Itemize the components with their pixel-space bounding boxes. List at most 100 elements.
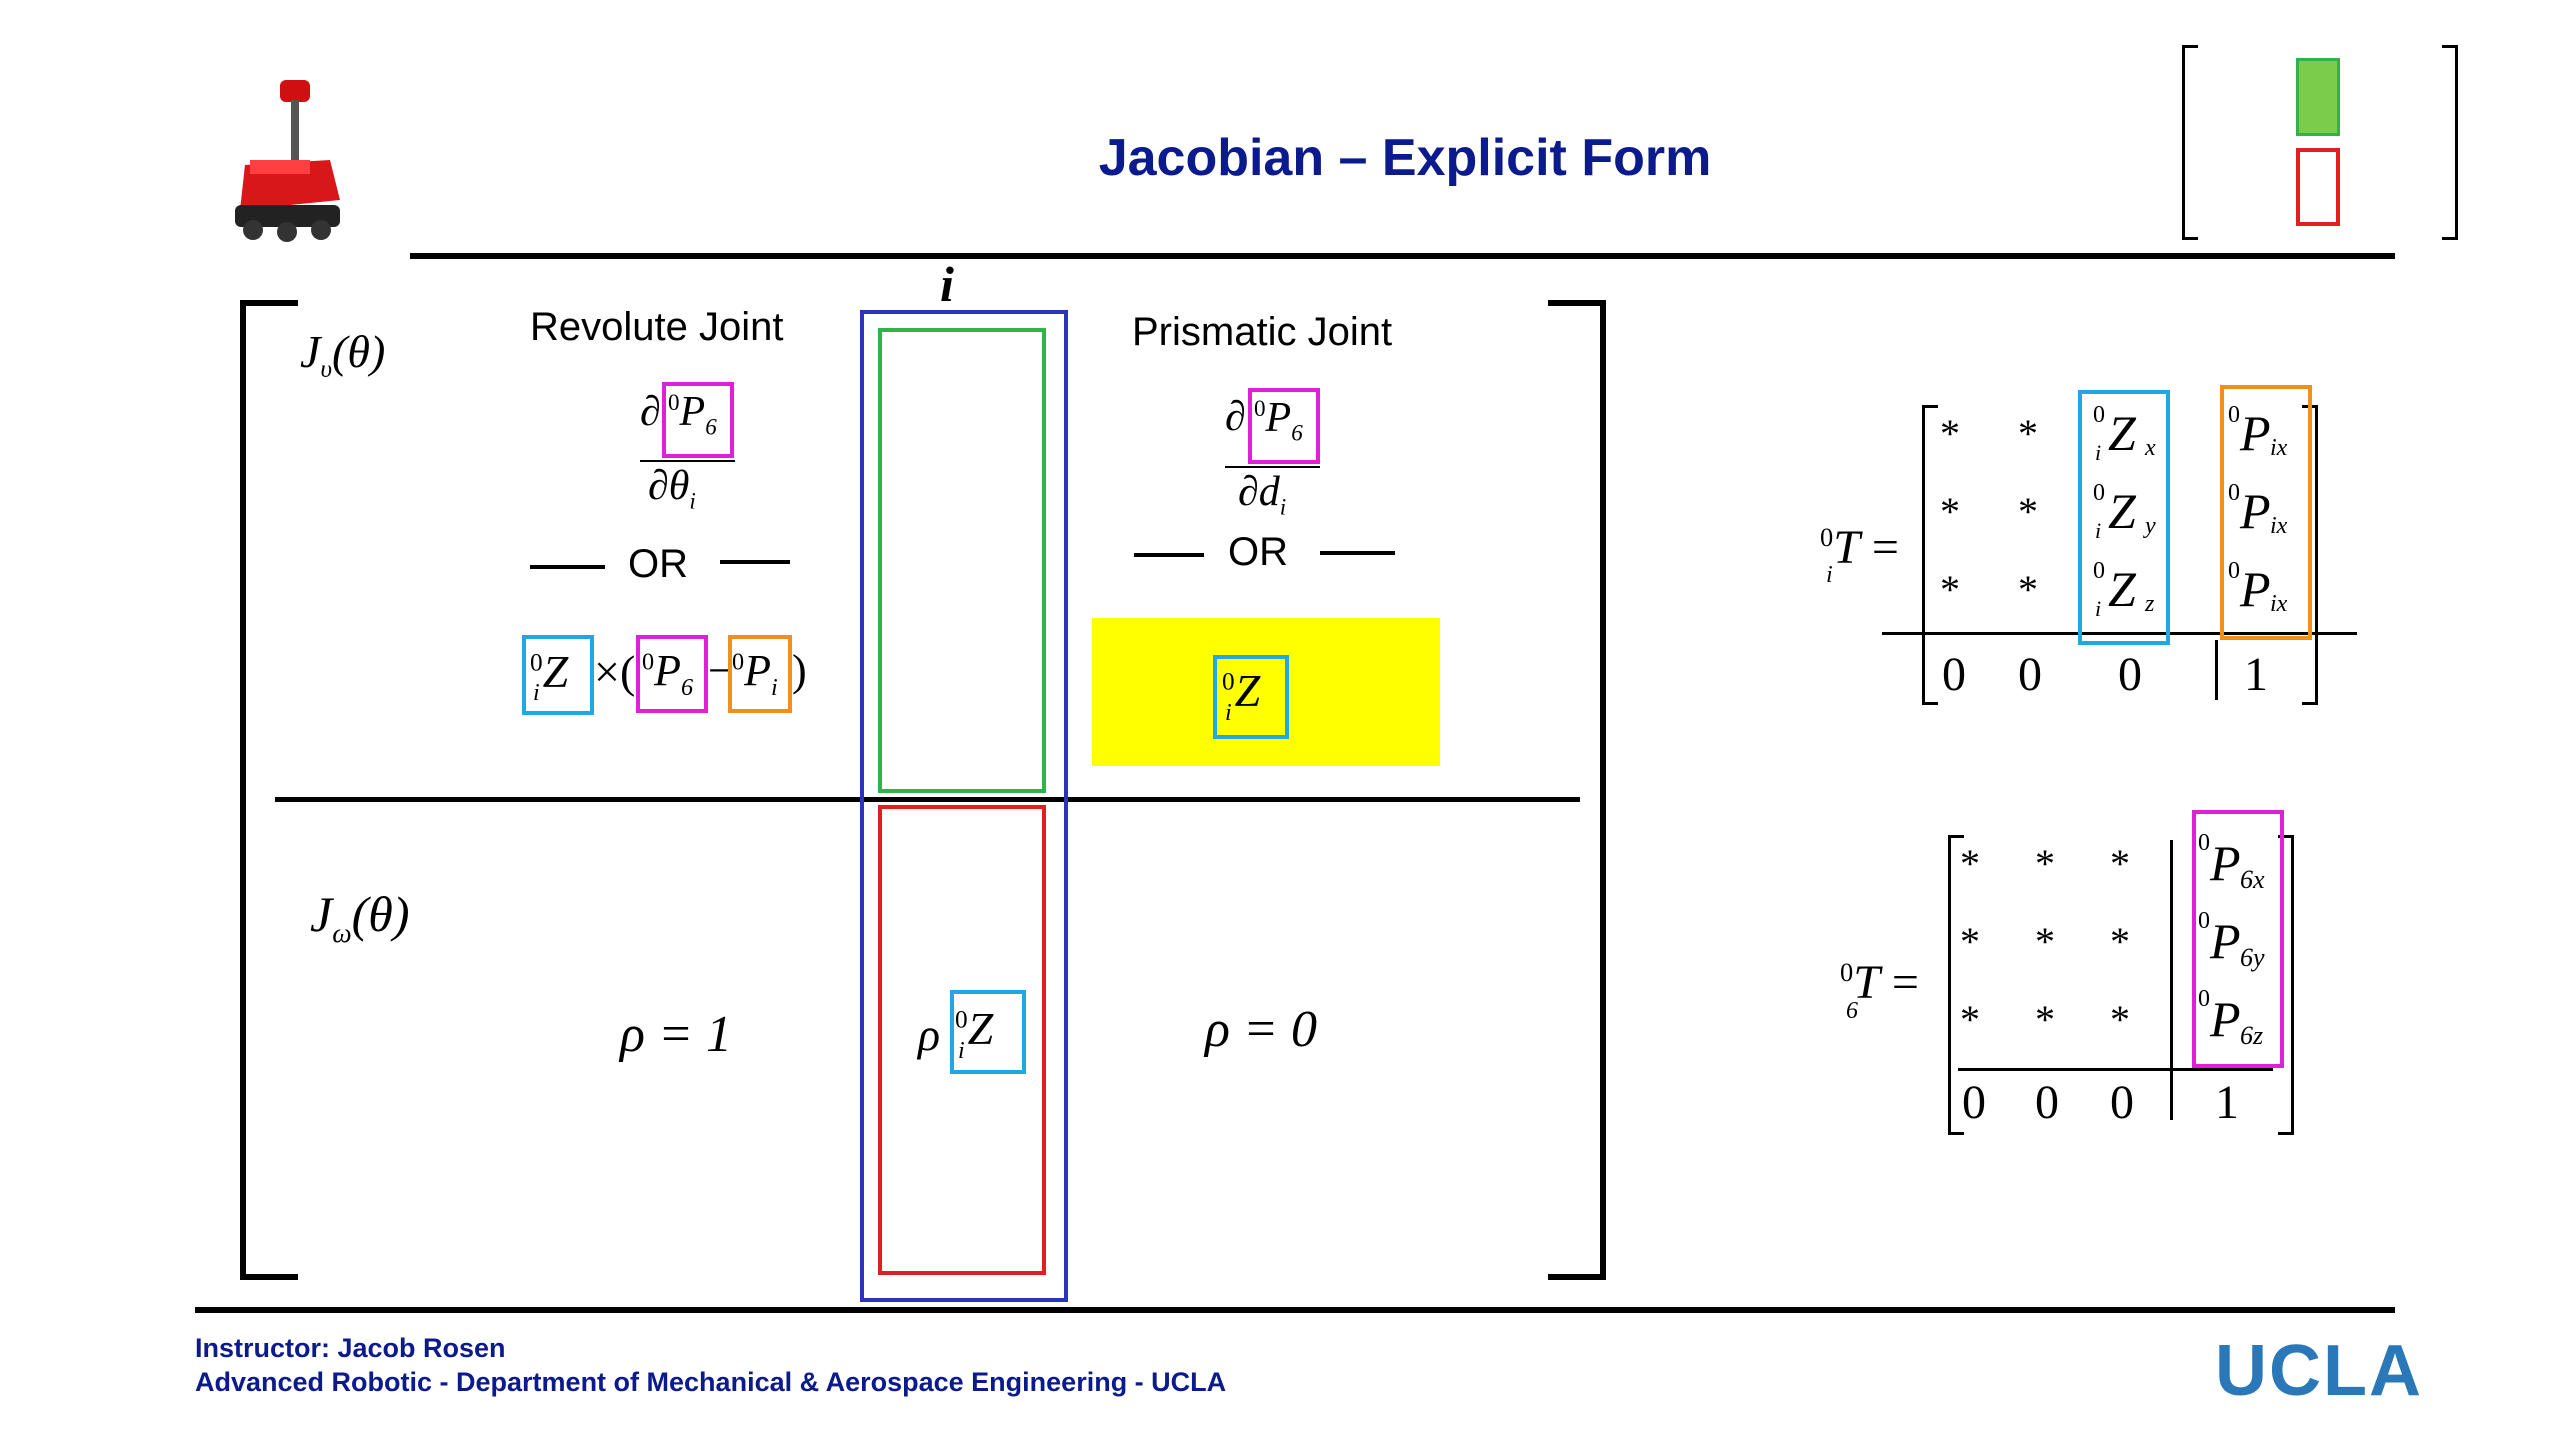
rho-revolute: ρ = 1: [620, 1006, 733, 1063]
transform-i-hline: [1882, 632, 2357, 635]
transform-i-lhs-sub: i: [1826, 562, 1833, 588]
transform-6-star: *: [2110, 841, 2130, 886]
revolute-denominator: ∂θi: [648, 463, 696, 514]
transform-6-p-sub: 6x: [2240, 865, 2265, 894]
transform-i-sup: 0: [2228, 402, 2240, 428]
transform-6-sup: 0: [2198, 830, 2210, 856]
robot-logo-icon: [235, 80, 340, 242]
cross-z: 0Z: [530, 646, 569, 697]
rho-prismatic: ρ = 0: [1205, 1001, 1318, 1058]
jv-label: Jυ(θ): [300, 326, 386, 384]
cross-times: ×(: [594, 646, 636, 697]
prismatic-fraction-line: [1225, 466, 1320, 468]
transform-i-sup: 0: [2228, 480, 2240, 506]
prismatic-p6-box: [1248, 388, 1320, 464]
transform-6-star: *: [2110, 997, 2130, 1042]
prismatic-z-sub: i: [1225, 700, 1232, 726]
legend-bracket-right: [2442, 45, 2458, 240]
transform-i-p: P: [2240, 405, 2271, 461]
transform-i-star: *: [2018, 411, 2038, 456]
prismatic-heading: Prismatic Joint: [1132, 310, 1393, 354]
column-i-linear-box: [878, 328, 1046, 793]
transform-6-bottom-3: 1: [2215, 1076, 2239, 1129]
transform-6-lhs-sub: 6: [1846, 998, 1858, 1024]
transform-i-star: *: [1940, 489, 1960, 534]
transform-i-bottom-1: 0: [2018, 648, 2042, 701]
jacobian-bracket-left: [240, 300, 298, 1280]
transform-i-z: Z: [2108, 561, 2136, 617]
jacobian-bracket-right: [1548, 300, 1606, 1280]
prismatic-or-line-left: [1134, 553, 1204, 557]
legend-red-block: [2296, 148, 2340, 226]
revolute-p6: 0P6: [668, 389, 717, 440]
cross-z-sub: i: [533, 680, 540, 706]
transform-i-bottom-3: 1: [2244, 648, 2268, 701]
prismatic-z: 0Z: [1222, 665, 1261, 716]
cross-close: ): [792, 646, 807, 695]
transform-i-z-sub: z: [2145, 591, 2155, 617]
center-z: 0Z: [955, 1003, 994, 1054]
footer-instructor: Instructor: Jacob Rosen: [195, 1333, 506, 1363]
prismatic-or-line-right: [1320, 551, 1395, 555]
transform-6-star: *: [1960, 919, 1980, 964]
prismatic-denominator: ∂di: [1238, 469, 1287, 520]
transform-i-sub: i: [2095, 596, 2102, 621]
transform-6-vline: [2170, 840, 2173, 1120]
prismatic-numerator: ∂: [1225, 394, 1246, 440]
cross-z-box: [522, 635, 594, 715]
transform-6-star: *: [2110, 919, 2130, 964]
transform-i-star: *: [2018, 567, 2038, 612]
cross-pi: 0Pi: [732, 646, 778, 701]
footer-department: Advanced Robotic - Department of Mechani…: [195, 1367, 1227, 1397]
prismatic-z-box: [1213, 655, 1289, 739]
transform-6-p-sub: 6y: [2240, 943, 2265, 972]
transform-i-p-sub: ix: [2270, 435, 2288, 461]
revolute-or: OR: [628, 542, 688, 586]
transform-6-p: P: [2210, 991, 2241, 1047]
revolute-numerator: ∂: [640, 389, 661, 435]
transform-6-p-box: [2192, 810, 2284, 1068]
transform-6-bracket-left: [1948, 835, 1964, 1135]
legend-bracket-left: [2182, 45, 2198, 240]
transform-i-sub: i: [2095, 518, 2102, 543]
transform-6-star: *: [2035, 997, 2055, 1042]
transform-i-bottom-2: 0: [2118, 648, 2142, 701]
transform-i-star: *: [2018, 489, 2038, 534]
column-i-box: [860, 310, 1068, 1302]
transform-6-star: *: [2035, 919, 2055, 964]
transform-i-p-sub: ix: [2270, 591, 2288, 617]
transform-6-sup: 0: [2198, 908, 2210, 934]
transform-i-star: *: [1940, 411, 1960, 456]
jw-label: Jω(θ): [310, 886, 410, 948]
transform-i-z: Z: [2108, 483, 2136, 539]
center-rho: ρ: [918, 1009, 941, 1060]
prismatic-highlight: [1092, 618, 1440, 766]
transform-i-bottom-0: 0: [1942, 648, 1966, 701]
transform-6-bottom-0: 0: [1962, 1076, 1986, 1129]
transform-6-hline: [1958, 1068, 2273, 1071]
transform-i-star: *: [1940, 567, 1960, 612]
transform-i-bracket-left: [1922, 405, 1938, 705]
column-i-angular-box: [878, 805, 1046, 1275]
center-z-sub: i: [958, 1038, 965, 1064]
transform-6-bracket-right: [2278, 835, 2294, 1135]
revolute-fraction-line: [640, 460, 735, 462]
transform-i-z: Z: [2108, 405, 2136, 461]
header-rule: [410, 253, 2395, 259]
transform-i-p: P: [2240, 561, 2271, 617]
transform-6-p: P: [2210, 913, 2241, 969]
transform-i-p-sub: ix: [2270, 513, 2288, 539]
transform-i-sub: i: [2095, 440, 2102, 465]
transform-6-bottom-1: 0: [2035, 1076, 2059, 1129]
slide-title: Jacobian – Explicit Form: [1098, 129, 1712, 187]
transform-6-sup: 0: [2198, 986, 2210, 1012]
transform-i-lhs: 0T=: [1820, 521, 1899, 574]
column-marker: i: [940, 256, 954, 312]
revolute-heading: Revolute Joint: [530, 305, 784, 349]
transform-6-p: P: [2210, 835, 2241, 891]
center-z-box: [950, 990, 1026, 1074]
transform-i-sup: 0: [2228, 558, 2240, 584]
revolute-or-line-right: [720, 560, 790, 564]
transform-i-sup: 0: [2093, 558, 2105, 584]
cross-p6-box: [636, 635, 708, 713]
